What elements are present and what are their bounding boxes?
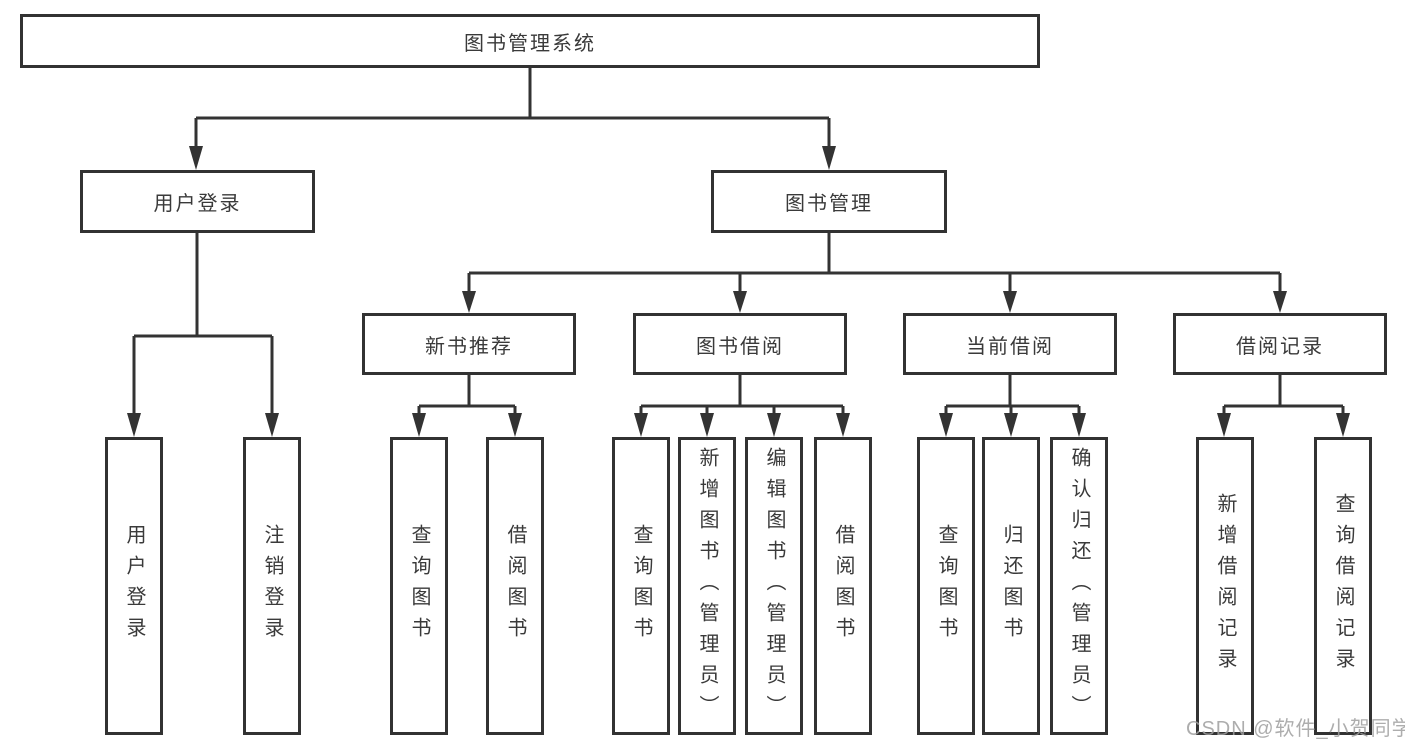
leaf-query-books-current-label: 查询图书 — [935, 524, 957, 648]
node-borrow-records: 借阅记录 — [1173, 313, 1387, 375]
leaf-edit-book-admin: 编辑图书（管理员） — [745, 437, 803, 735]
leaf-query-books-borrow-label: 查询图书 — [630, 524, 652, 648]
leaf-borrow-books-borrow: 借阅图书 — [814, 437, 872, 735]
leaf-user-login: 用户登录 — [105, 437, 163, 735]
node-current-borrow: 当前借阅 — [903, 313, 1117, 375]
leaf-logout: 注销登录 — [243, 437, 301, 735]
node-library-system: 图书管理系统 — [20, 14, 1040, 68]
leaf-return-books: 归还图书 — [982, 437, 1040, 735]
leaf-query-books-recommend: 查询图书 — [390, 437, 448, 735]
leaf-edit-book-admin-label: 编辑图书（管理员） — [763, 446, 785, 726]
leaf-confirm-return-admin-label: 确认归还（管理员） — [1068, 446, 1090, 726]
leaf-borrow-books-borrow-label: 借阅图书 — [832, 524, 854, 648]
leaf-query-borrow-record: 查询借阅记录 — [1314, 437, 1372, 735]
leaf-query-books-borrow: 查询图书 — [612, 437, 670, 735]
leaf-confirm-return-admin: 确认归还（管理员） — [1050, 437, 1108, 735]
leaf-return-books-label: 归还图书 — [1000, 524, 1022, 648]
node-book-management: 图书管理 — [711, 170, 947, 233]
node-user-login: 用户登录 — [80, 170, 315, 233]
csdn-watermark: CSDN @软件_小贺同学 — [1186, 718, 1405, 740]
leaf-add-borrow-record-label: 新增借阅记录 — [1214, 493, 1236, 679]
leaf-add-book-admin-label: 新增图书（管理员） — [696, 446, 718, 726]
node-new-book-recommend: 新书推荐 — [362, 313, 576, 375]
leaf-query-borrow-record-label: 查询借阅记录 — [1332, 493, 1354, 679]
leaf-user-login-label: 用户登录 — [123, 524, 145, 648]
leaf-borrow-books-recommend: 借阅图书 — [486, 437, 544, 735]
leaf-query-books-current: 查询图书 — [917, 437, 975, 735]
node-book-borrow: 图书借阅 — [633, 313, 847, 375]
leaf-query-books-recommend-label: 查询图书 — [408, 524, 430, 648]
leaf-borrow-books-recommend-label: 借阅图书 — [504, 524, 526, 648]
leaf-add-book-admin: 新增图书（管理员） — [678, 437, 736, 735]
leaf-add-borrow-record: 新增借阅记录 — [1196, 437, 1254, 735]
leaf-logout-label: 注销登录 — [261, 524, 283, 648]
